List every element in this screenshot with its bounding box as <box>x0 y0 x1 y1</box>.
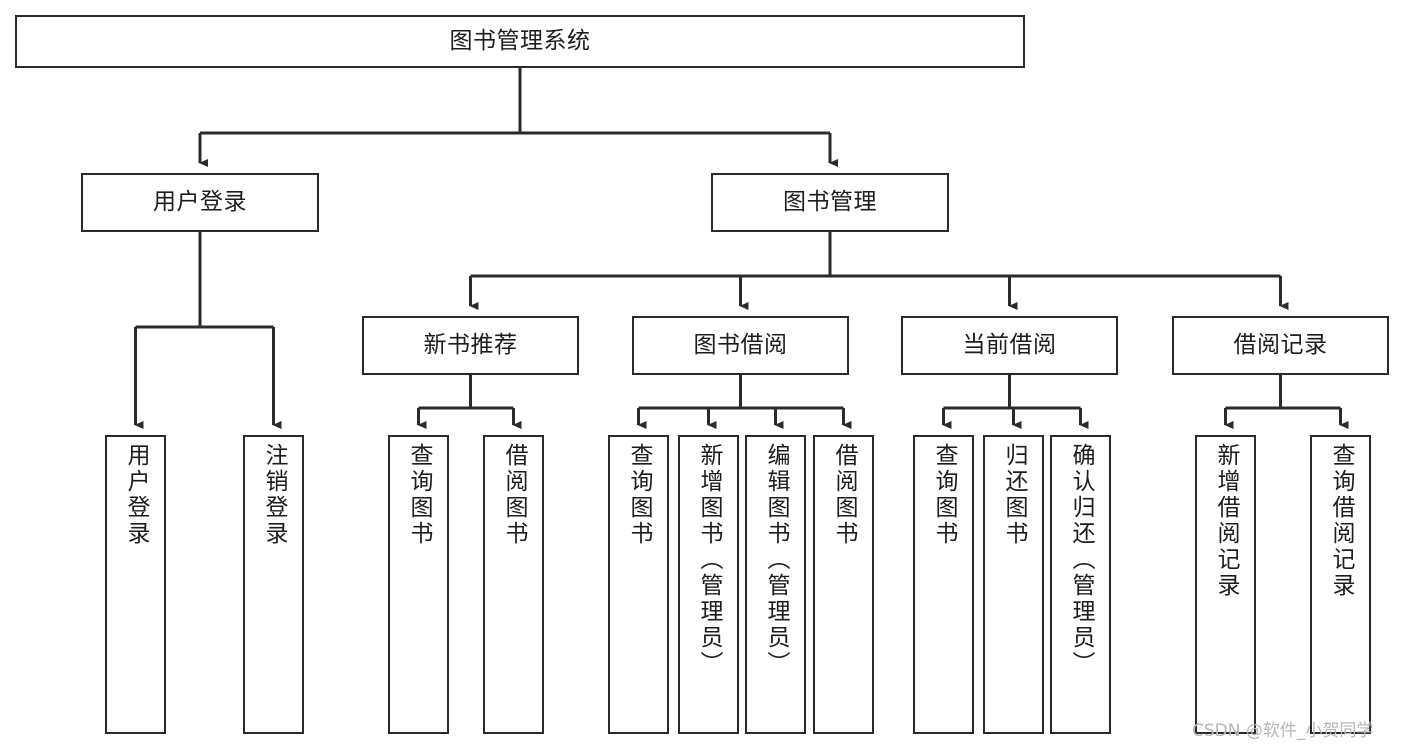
node-borrow-record[interactable]: 借阅记录 <box>1172 316 1389 375</box>
leaf-node[interactable]: 编辑图书（管理员） <box>745 435 806 734</box>
leaf-node[interactable]: 查询图书 <box>608 435 669 734</box>
leaf-node-label: 新增图书（管理员） <box>696 443 722 677</box>
leaf-node-label: 确认归还（管理员） <box>1068 443 1094 677</box>
node-root[interactable]: 图书管理系统 <box>15 15 1025 68</box>
node-new-book-recommend[interactable]: 新书推荐 <box>362 316 579 375</box>
node-current-borrow-label: 当前借阅 <box>962 331 1057 358</box>
leaf-node[interactable]: 新增图书（管理员） <box>678 435 739 734</box>
leaf-node-label: 借阅图书 <box>831 443 857 547</box>
node-book-borrow-label: 图书借阅 <box>693 331 788 358</box>
node-user-login-label: 用户登录 <box>153 188 247 215</box>
leaf-node-label: 用户登录 <box>123 443 149 547</box>
leaf-node-label: 查询图书 <box>931 443 957 547</box>
node-borrow-record-label: 借阅记录 <box>1233 331 1328 358</box>
leaf-node-label: 查询图书 <box>626 443 652 547</box>
node-current-borrow[interactable]: 当前借阅 <box>901 316 1118 375</box>
leaf-node-label: 归还图书 <box>1001 443 1027 547</box>
leaf-node[interactable]: 查询借阅记录 <box>1310 435 1371 734</box>
leaf-node[interactable]: 新增借阅记录 <box>1195 435 1256 734</box>
leaf-node-label: 查询图书 <box>406 443 432 547</box>
node-new-book-recommend-label: 新书推荐 <box>423 331 518 358</box>
leaf-node-label: 注销登录 <box>261 443 287 547</box>
node-user-login[interactable]: 用户登录 <box>81 173 319 232</box>
node-book-management[interactable]: 图书管理 <box>711 173 949 232</box>
leaf-node[interactable]: 归还图书 <box>983 435 1044 734</box>
leaf-node[interactable]: 查询图书 <box>913 435 974 734</box>
node-book-borrow[interactable]: 图书借阅 <box>632 316 849 375</box>
node-book-management-label: 图书管理 <box>783 188 877 215</box>
leaf-node-label: 查询借阅记录 <box>1328 443 1354 599</box>
leaf-node-label: 编辑图书（管理员） <box>763 443 789 677</box>
leaf-node[interactable]: 查询图书 <box>388 435 449 734</box>
leaf-node[interactable]: 确认归还（管理员） <box>1050 435 1111 734</box>
leaf-node-label: 新增借阅记录 <box>1213 443 1239 599</box>
node-root-label: 图书管理系统 <box>449 27 591 54</box>
leaf-node[interactable]: 借阅图书 <box>483 435 544 734</box>
leaf-node[interactable]: 注销登录 <box>243 435 304 734</box>
leaf-node[interactable]: 用户登录 <box>105 435 166 734</box>
leaf-node[interactable]: 借阅图书 <box>813 435 874 734</box>
leaf-node-label: 借阅图书 <box>501 443 527 547</box>
